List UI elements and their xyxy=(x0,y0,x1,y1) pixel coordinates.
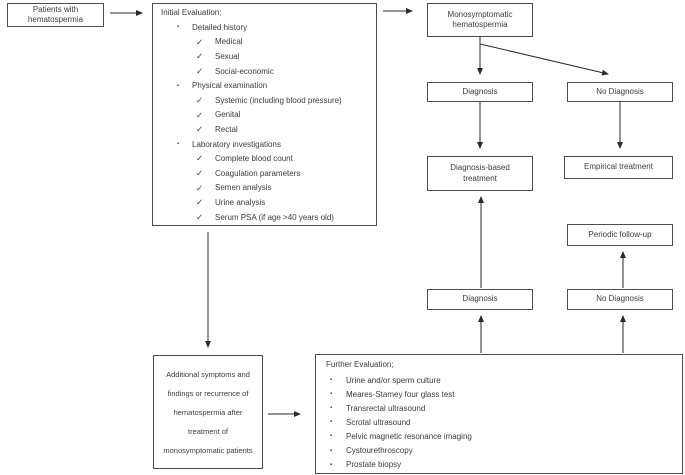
list-item: ✓ Coagulation parameters xyxy=(161,166,376,181)
list-item-marker: ▪ xyxy=(330,461,333,468)
list-item-marker: ▪ xyxy=(330,391,333,398)
list-item-text: Scrotal ultrasound xyxy=(346,417,411,427)
monosymptomatic-box: Monosymptomatic hematospermia xyxy=(427,3,533,37)
diagnosis-based-treatment-box: Diagnosis-based treatment xyxy=(427,156,533,191)
list-item-text: Transrectal ultrasound xyxy=(346,403,426,413)
list-item-marker: ▪ xyxy=(330,419,333,426)
list-item-text: Prostate biopsy xyxy=(346,460,402,470)
initial-evaluation-list: ▪ Detailed history ✓ Medical ✓ Sexual ✓ … xyxy=(161,20,376,224)
diagnosis-top-label: Diagnosis xyxy=(462,86,498,96)
list-item: ▪ Scrotal ultrasound xyxy=(326,415,682,429)
list-item-text: Urine analysis xyxy=(215,197,266,207)
list-item-marker: ▪ xyxy=(330,447,333,454)
list-item: ✓ Systemic (including blood pressure) xyxy=(161,93,376,108)
further-evaluation-list: ▪ Urine and/or sperm culture ▪ Meares-St… xyxy=(326,373,682,472)
list-item: ▪ Laboratory investigations xyxy=(161,137,376,152)
list-item-text: Rectal xyxy=(215,124,238,134)
additional-symptoms-box: Additional symptoms and findings or recu… xyxy=(153,355,263,469)
list-item-text: Genital xyxy=(215,110,241,120)
diagnosis-bottom-box: Diagnosis xyxy=(427,289,533,310)
list-item-text: Detailed history xyxy=(192,22,248,32)
list-item-text: Pelvic magnetic resonance imaging xyxy=(346,431,472,441)
list-item: ▪ Physical examination xyxy=(161,78,376,93)
list-item: ✓ Genital xyxy=(161,108,376,123)
no-diagnosis-bottom-box: No Diagnosis xyxy=(567,289,673,310)
patients-box: Patients with hematospermia xyxy=(7,3,104,27)
list-item-text: Meares-Stamey four glass test xyxy=(346,389,455,399)
list-item: ▪ Cystourethroscopy xyxy=(326,443,682,457)
list-item-marker: ✓ xyxy=(196,153,204,164)
no-diagnosis-bottom-label: No Diagnosis xyxy=(596,294,644,304)
list-item-marker: ✓ xyxy=(196,211,204,222)
list-item: ▪ Detailed history xyxy=(161,20,376,35)
initial-evaluation-box: Initial Evaluation; ▪ Detailed history ✓… xyxy=(152,3,377,226)
list-item-marker: ✓ xyxy=(196,65,204,76)
list-item: ▪ Pelvic magnetic resonance imaging xyxy=(326,429,682,443)
list-item-text: Cystourethroscopy xyxy=(346,446,413,456)
list-item-marker: ▪ xyxy=(177,82,180,89)
list-item-marker: ▪ xyxy=(330,405,333,412)
list-item-text: Serum PSA (if age >40 years old) xyxy=(215,212,334,222)
arrow-monosymptomatic-to-no-diagnosis xyxy=(479,43,609,76)
list-item: ▪ Prostate biopsy xyxy=(326,458,682,472)
list-item-text: Semen analysis xyxy=(215,183,272,193)
list-item: ✓ Sexual xyxy=(161,49,376,64)
list-item: ✓ Social-economic xyxy=(161,64,376,79)
list-item: ✓ Rectal xyxy=(161,122,376,137)
empirical-treatment-box: Empirical treatment xyxy=(564,156,673,179)
empirical-treatment-label: Empirical treatment xyxy=(584,162,653,172)
initial-evaluation-title: Initial Evaluation; xyxy=(161,8,222,17)
diagnosis-based-treatment-label: Diagnosis-based treatment xyxy=(450,163,510,183)
list-item-marker: ✓ xyxy=(196,182,204,193)
list-item-text: Medical xyxy=(215,37,243,47)
list-item-text: Physical examination xyxy=(192,81,268,91)
list-item: ✓ Semen analysis xyxy=(161,181,376,196)
further-evaluation-box: Further Evaluation; ▪ Urine and/or sperm… xyxy=(315,354,683,474)
additional-symptoms-label: Additional symptoms and findings or recu… xyxy=(163,369,253,455)
list-item-text: Systemic (including blood pressure) xyxy=(215,95,342,105)
list-item-marker: ▪ xyxy=(177,24,180,31)
list-item: ▪ Urine and/or sperm culture xyxy=(326,373,682,387)
list-item-text: Social-economic xyxy=(215,66,274,76)
further-evaluation-title: Further Evaluation; xyxy=(326,360,394,369)
periodic-follow-up-box: Periodic follow-up xyxy=(567,224,673,246)
list-item-text: Coagulation parameters xyxy=(215,168,301,178)
no-diagnosis-top-label: No Diagnosis xyxy=(596,86,644,96)
list-item: ✓ Urine analysis xyxy=(161,195,376,210)
list-item-marker: ▪ xyxy=(330,433,333,440)
list-item-marker: ✓ xyxy=(196,167,204,178)
list-item: ✓ Medical xyxy=(161,35,376,50)
list-item: ✓ Serum PSA (if age >40 years old) xyxy=(161,210,376,225)
monosymptomatic-box-label: Monosymptomatic hematospermia xyxy=(447,9,513,30)
diagnosis-bottom-label: Diagnosis xyxy=(462,294,498,304)
list-item-marker: ✓ xyxy=(196,109,204,120)
list-item-text: Complete blood count xyxy=(215,154,293,164)
list-item-text: Sexual xyxy=(215,51,240,61)
patients-box-label: Patients with hematospermia xyxy=(27,4,84,25)
list-item: ▪ Transrectal ultrasound xyxy=(326,401,682,415)
no-diagnosis-top-box: No Diagnosis xyxy=(567,82,673,102)
diagnosis-top-box: Diagnosis xyxy=(427,82,533,102)
list-item-marker: ✓ xyxy=(196,36,204,47)
list-item-text: Laboratory investigations xyxy=(192,139,281,149)
list-item: ✓ Complete blood count xyxy=(161,151,376,166)
list-item-marker: ✓ xyxy=(196,197,204,208)
periodic-follow-up-label: Periodic follow-up xyxy=(588,229,652,239)
list-item-marker: ▪ xyxy=(177,141,180,148)
list-item-text: Urine and/or sperm culture xyxy=(346,375,441,385)
list-item: ▪ Meares-Stamey four glass test xyxy=(326,387,682,401)
list-item-marker: ✓ xyxy=(196,51,204,62)
list-item-marker: ✓ xyxy=(196,95,204,106)
list-item-marker: ✓ xyxy=(196,124,204,135)
list-item-marker: ▪ xyxy=(330,377,333,384)
